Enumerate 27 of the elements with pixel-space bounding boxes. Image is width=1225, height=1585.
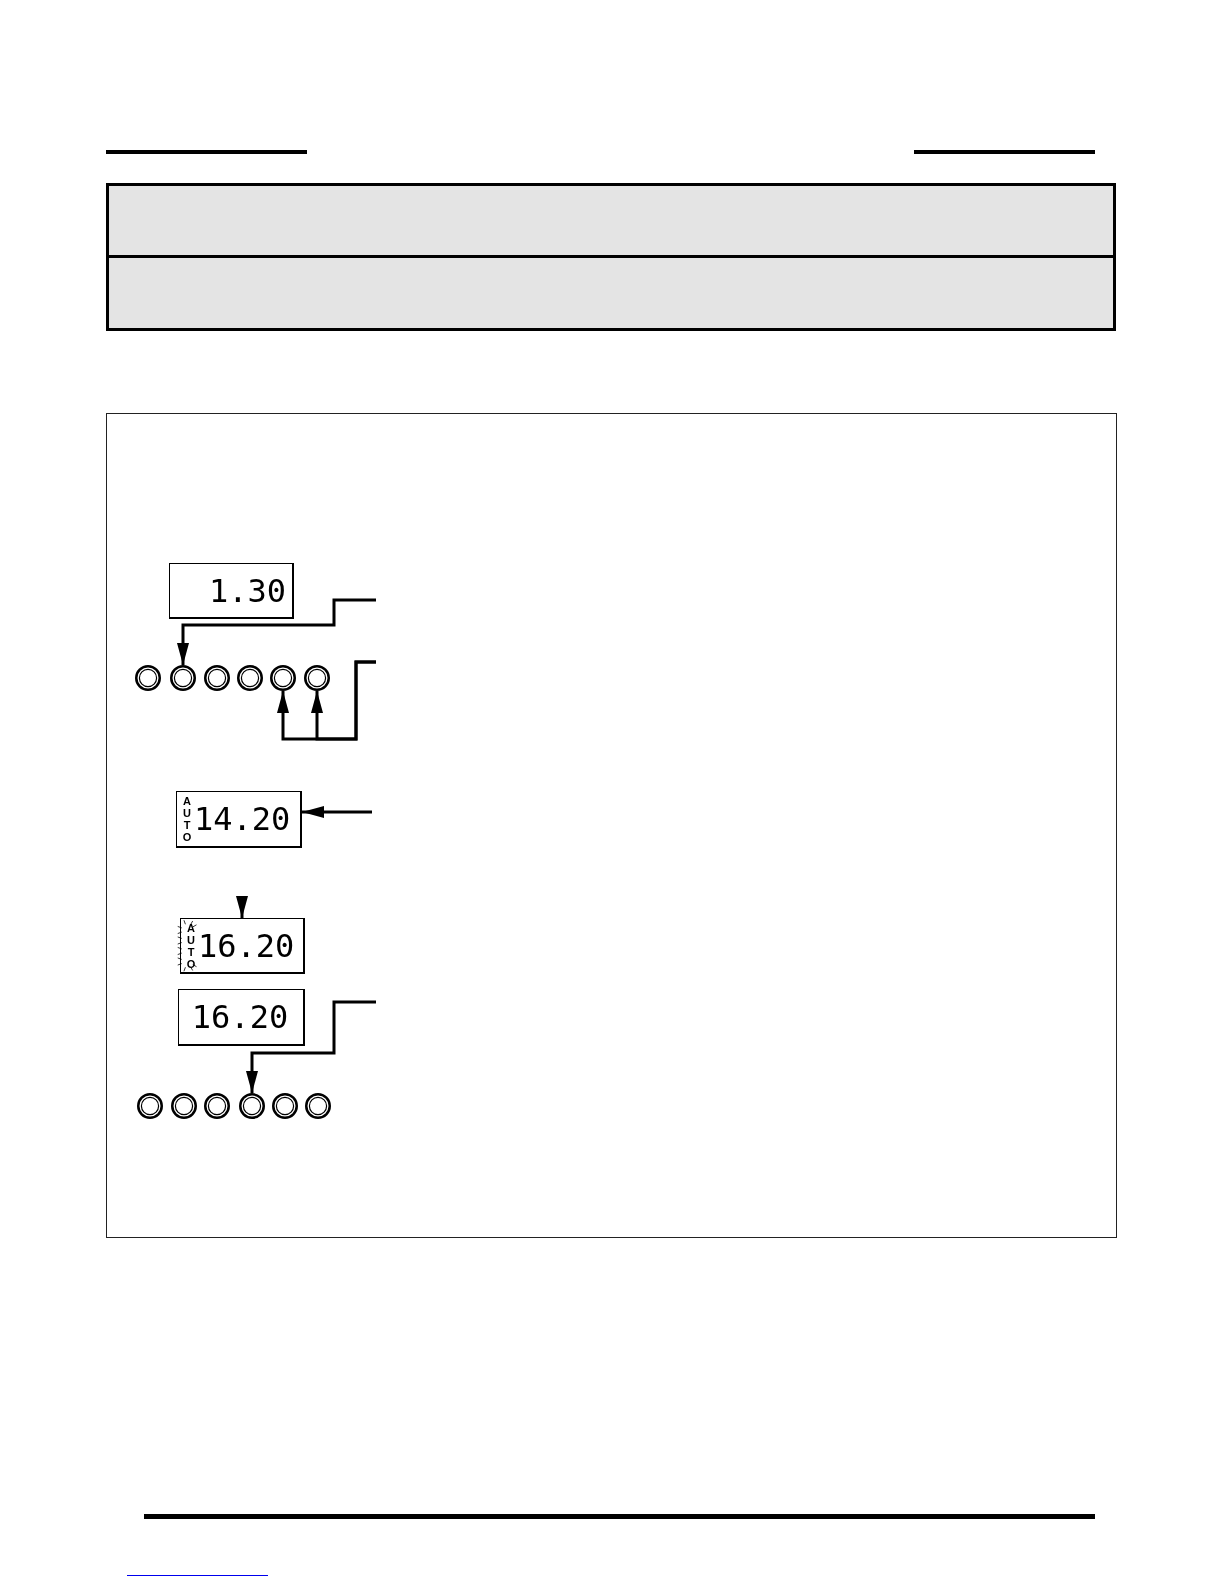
leader-arrow — [236, 896, 248, 918]
leader-arrow — [246, 1000, 376, 1093]
auto-indicator: AUTO — [181, 795, 192, 843]
round-button — [239, 1093, 265, 1119]
round-button — [171, 1093, 197, 1119]
round-button — [204, 665, 230, 691]
round-button — [170, 665, 196, 691]
lcd-display — [178, 989, 305, 1046]
leader-arrow — [302, 806, 372, 818]
leader-arrow — [311, 660, 376, 741]
round-button — [137, 1093, 163, 1119]
time-readout: 14.20 — [194, 803, 291, 835]
round-button — [270, 665, 296, 691]
round-button — [237, 665, 263, 691]
round-button — [304, 665, 330, 691]
lcd-display — [180, 918, 305, 974]
lcd-display — [169, 563, 294, 619]
time-readout: 16.20 — [191, 1001, 289, 1033]
round-button — [204, 1093, 230, 1119]
lcd-display — [176, 791, 302, 848]
round-button — [272, 1093, 298, 1119]
time-readout: 16.20 — [198, 929, 295, 962]
auto-indicator: AUTO — [185, 921, 196, 970]
round-button — [135, 665, 161, 691]
leader-arrow — [177, 598, 376, 665]
round-button — [305, 1093, 331, 1119]
time-readout: 1.30 — [208, 574, 286, 607]
